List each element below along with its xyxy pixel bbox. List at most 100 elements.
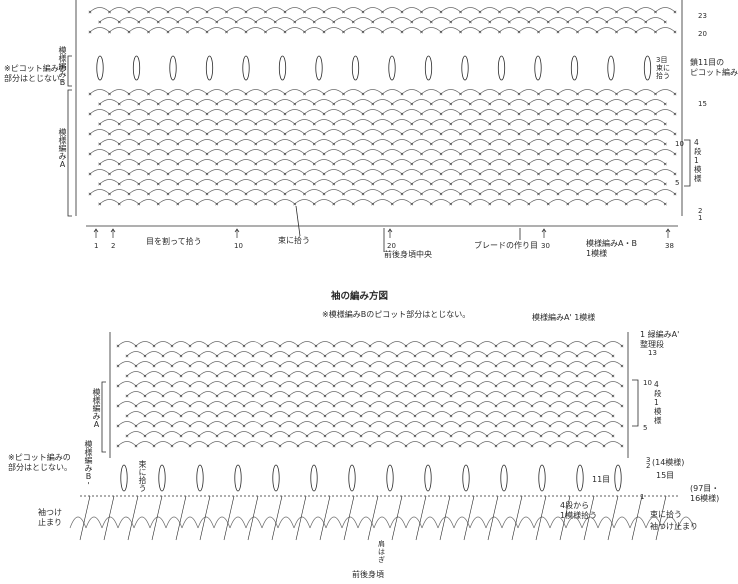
bottom-pick-line — [439, 495, 451, 541]
top-picot — [96, 55, 104, 81]
top-stitch-1: 1 — [94, 242, 99, 250]
top-bundle-pick: 束に拾う — [278, 236, 310, 245]
top-stitch-20: 20 — [387, 242, 396, 250]
top-row-5: 5 — [675, 179, 680, 187]
bottom-scallop-row — [117, 441, 623, 447]
bottom-pattern-a-prime-repeat: 模様編みA' 1模様 — [532, 313, 596, 322]
top-picot — [570, 55, 579, 81]
top-upper-scallop-stitches — [88, 30, 677, 34]
top-stitch-30: 30 — [541, 242, 550, 250]
bottom-pick-line — [607, 495, 619, 541]
top-upper-scallop-row — [89, 27, 676, 33]
top-pattern-b-label: 模様編みB — [58, 46, 67, 87]
top-stitch-38: 38 — [665, 242, 674, 250]
top-lower-scallop-stitches — [98, 202, 667, 206]
bottom-picot — [500, 464, 508, 492]
top-left-note: ※ピコット編みの 部分はとじない。 — [4, 64, 68, 83]
bottom-pick-line — [127, 495, 139, 541]
bottom-picot — [234, 464, 242, 492]
bottom-scallop-stitches — [125, 374, 615, 378]
bottom-scallop-stitches — [125, 394, 615, 398]
bottom-scallop-stitches — [125, 414, 615, 418]
top-repeat-4: 4 段 1 模 様 — [694, 138, 702, 183]
bottom-row-13: 13 — [648, 349, 657, 357]
top-braid-start: ブレードの作り目 — [474, 241, 538, 250]
bottom-pick-line — [367, 495, 379, 541]
bottom-sleeve-end-left: 袖つけ 止まり — [38, 508, 62, 527]
bottom-pick-line — [343, 495, 355, 541]
top-picot — [643, 55, 652, 81]
leader-bundle — [295, 205, 301, 237]
top-stitch-10: 10 — [234, 242, 243, 250]
bottom-scallop-row — [117, 341, 623, 347]
bottom-pick-line — [79, 495, 91, 541]
top-bracket-b — [67, 55, 72, 87]
tick-arrow — [665, 228, 671, 238]
bottom-pick-line — [223, 495, 235, 541]
top-lower-scallop-row — [99, 99, 666, 105]
bottom-picot — [310, 464, 318, 492]
bottom-picot — [576, 464, 584, 492]
bottom-picot — [424, 464, 432, 492]
top-lower-scallop-stitches — [88, 112, 677, 116]
top-lower-scallop-row — [89, 149, 676, 155]
top-row-2: 2 — [698, 207, 703, 215]
bottom-row-5: 5 — [643, 424, 648, 432]
top-picot — [242, 55, 250, 81]
tick-arrow — [234, 228, 240, 238]
bottom-pick-line — [559, 495, 571, 541]
bottom-scallop-row — [126, 351, 614, 357]
bottom-repeat-4: 4 段 1 模 様 — [654, 380, 662, 425]
top-upper-scallop-stitches — [98, 20, 667, 24]
top-split-pick: 目を割って拾う — [146, 237, 202, 246]
bottom-scallop-stitches — [116, 384, 624, 388]
bottom-title: 袖の編み方図 — [331, 291, 389, 302]
bottom-picot — [462, 464, 470, 492]
top-pattern-ab-repeat: 模様編みA・B 1模様 — [586, 239, 637, 258]
top-lower-scallop-row — [89, 129, 676, 135]
bottom-fourteen: (14模様) — [652, 458, 685, 467]
top-lower-scallop-row — [99, 159, 666, 165]
bottom-pick-line — [271, 495, 283, 541]
bottom-left-note: ※ピコット編みの 部分はとじない。 — [8, 453, 72, 472]
top-center: 前後身頃中央 — [384, 250, 432, 259]
bottom-scallop-stitches — [125, 354, 615, 358]
top-lower-scallop-stitches — [88, 92, 677, 96]
bottom-pattern-b-label: 模様編みB' — [84, 440, 93, 490]
bottom-pick-line — [487, 495, 499, 541]
top-lower-scallop-row — [99, 119, 666, 125]
top-lower-scallop-row — [99, 179, 666, 185]
top-lower-scallop-stitches — [98, 122, 667, 126]
bottom-row-1: 1 — [640, 493, 645, 501]
bottom-scallop-stitches — [116, 404, 624, 408]
bottom-bundle-pick2: 束に拾う — [650, 510, 682, 519]
bottom-pattern-a-prime-1: 1 緑編みA' — [640, 330, 680, 339]
bottom-pick-line — [103, 495, 115, 541]
top-lower-scallop-stitches — [98, 102, 667, 106]
bottom-bracket-a — [101, 381, 106, 453]
bottom-pick-line — [415, 495, 427, 541]
bottom-pick-line — [247, 495, 259, 541]
bottom-pick-line — [655, 495, 667, 541]
bottom-pick-line — [319, 495, 331, 541]
top-lower-scallop-row — [89, 189, 676, 195]
top-row-1: 1 — [698, 214, 703, 222]
bottom-pick-line — [463, 495, 475, 541]
top-picot — [497, 55, 506, 81]
bottom-picot — [158, 464, 166, 492]
bottom-scallop-row — [117, 421, 623, 427]
bottom-scallop-stitches — [116, 424, 624, 428]
top-row-20: 20 — [698, 30, 707, 38]
bottom-row-3: 3 — [646, 456, 651, 464]
bottom-pattern-a-label: 模様編みA — [92, 388, 101, 429]
bottom-shoulder: 肩 は ぎ — [378, 540, 385, 564]
top-lower-scallop-stitches — [88, 152, 677, 156]
top-lower-scallop-row — [99, 199, 666, 205]
tick-arrow — [541, 228, 547, 238]
bottom-scallop-stitches — [116, 344, 624, 348]
top-pattern-a-label: 模様編みA — [58, 128, 67, 169]
bottom-fifteen: 15目 — [656, 471, 675, 480]
bottom-row-2: 2 — [646, 462, 651, 470]
top-picot — [315, 55, 323, 81]
